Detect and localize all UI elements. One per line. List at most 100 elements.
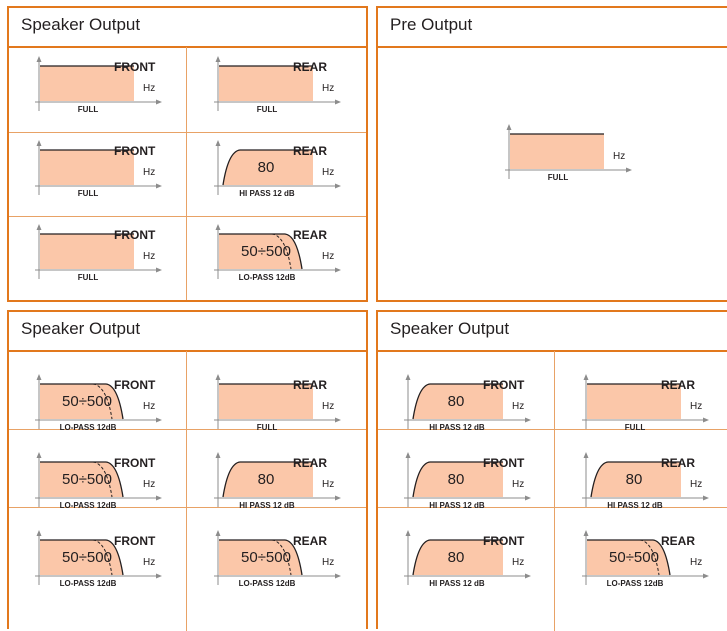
x-axis-arrow-icon [156,99,162,105]
filter-mode-label: LO-PASS 12dB [59,579,117,588]
band-value: 50÷500 [609,549,659,566]
frequency-axis-label: Hz [143,83,156,94]
x-axis-arrow-icon [525,417,531,423]
band-value: 50÷500 [241,549,291,566]
passband-area [413,384,503,419]
x-axis-arrow-icon [335,573,341,579]
filter-mode-label: LO-PASS 12dB [59,501,117,510]
channel-label: FRONT [114,456,156,470]
y-axis-arrow-icon [215,140,221,146]
filter-mode-label: HI PASS 12 dB [239,189,295,198]
x-axis-arrow-icon [156,183,162,189]
passband-area [219,540,302,575]
frequency-axis-label: Hz [143,557,156,568]
grid-divider [9,429,366,430]
filter-mode-label: FULL [77,105,99,114]
band-value: 80 [257,159,275,176]
panel-divider [378,46,727,48]
passband-area [587,384,681,419]
response-graph [582,452,709,507]
y-axis-arrow-icon [36,224,42,230]
panel-title: Pre Output [390,15,473,34]
frequency-axis-label: Hz [512,401,525,412]
channel-label: REAR [293,456,328,470]
band-value: 80 [447,549,465,566]
grid-divider [9,216,366,217]
panel-speaker-output-3: Speaker Output FRONT Hz 80 HI PASS 12 dB RE… [376,310,727,631]
response-graph [404,374,531,429]
panel-title: Speaker Output [390,319,510,338]
response-graph [404,452,531,507]
channel-label: FRONT [114,534,156,548]
y-axis-arrow-icon [583,374,589,380]
response-graph [35,140,162,195]
passband-area [219,234,302,269]
y-axis-arrow-icon [215,374,221,380]
response-graph [505,124,632,179]
frequency-axis-label: Hz [322,83,335,94]
filter-mode-label: HI PASS 12 dB [607,501,663,510]
panel-title: Speaker Output [21,15,141,34]
filter-mode-label: HI PASS 12 dB [239,501,295,510]
channel-label: REAR [661,378,696,392]
channel-label: REAR [293,228,328,242]
filter-mode-label: FULL [256,423,278,432]
response-curve [40,461,124,498]
y-axis-arrow-icon [36,452,42,458]
x-axis-arrow-icon [525,495,531,501]
channel-label: FRONT [114,60,156,74]
variable-cutoff-curve [92,383,113,420]
band-value: 50÷500 [62,549,112,566]
passband-area [40,540,123,575]
filter-mode-label: FULL [547,173,569,182]
response-curve [219,233,303,270]
frequency-axis-label: Hz [322,557,335,568]
frequency-axis-label: Hz [143,401,156,412]
x-axis-arrow-icon [703,495,709,501]
response-graph [214,452,341,507]
filter-mode-label: FULL [77,273,99,282]
passband-area [40,384,123,419]
response-graph [214,530,341,585]
response-curve [412,539,503,576]
panel-divider [9,350,366,352]
y-axis-arrow-icon [405,530,411,536]
y-axis-arrow-icon [36,374,42,380]
x-axis-arrow-icon [335,183,341,189]
y-axis-arrow-icon [405,452,411,458]
passband-area [413,540,503,575]
x-axis-arrow-icon [156,267,162,273]
filter-mode-label: HI PASS 12 dB [429,579,485,588]
x-axis-arrow-icon [335,417,341,423]
response-graph [214,140,341,195]
y-axis-arrow-icon [215,224,221,230]
band-value: 80 [625,471,643,488]
band-value: 50÷500 [62,471,112,488]
y-axis-arrow-icon [583,452,589,458]
frequency-axis-label: Hz [322,167,335,178]
passband-area [40,66,134,101]
x-axis-arrow-icon [626,167,632,173]
passband-area [591,462,681,497]
channel-label: FRONT [483,378,525,392]
x-axis-arrow-icon [703,417,709,423]
channel-label: FRONT [114,228,156,242]
y-axis-arrow-icon [506,124,512,130]
band-value: 50÷500 [62,393,112,410]
grid-divider [378,429,727,430]
response-curve [222,149,313,186]
response-curve [590,461,681,498]
filter-mode-label: HI PASS 12 dB [429,423,485,432]
channel-label: REAR [293,378,328,392]
frequency-axis-label: Hz [143,251,156,262]
response-curve [412,383,503,420]
band-value: 80 [447,393,465,410]
channel-label: FRONT [483,456,525,470]
channel-label: REAR [293,144,328,158]
y-axis-arrow-icon [215,452,221,458]
response-graph [35,56,162,111]
passband-area [413,462,503,497]
